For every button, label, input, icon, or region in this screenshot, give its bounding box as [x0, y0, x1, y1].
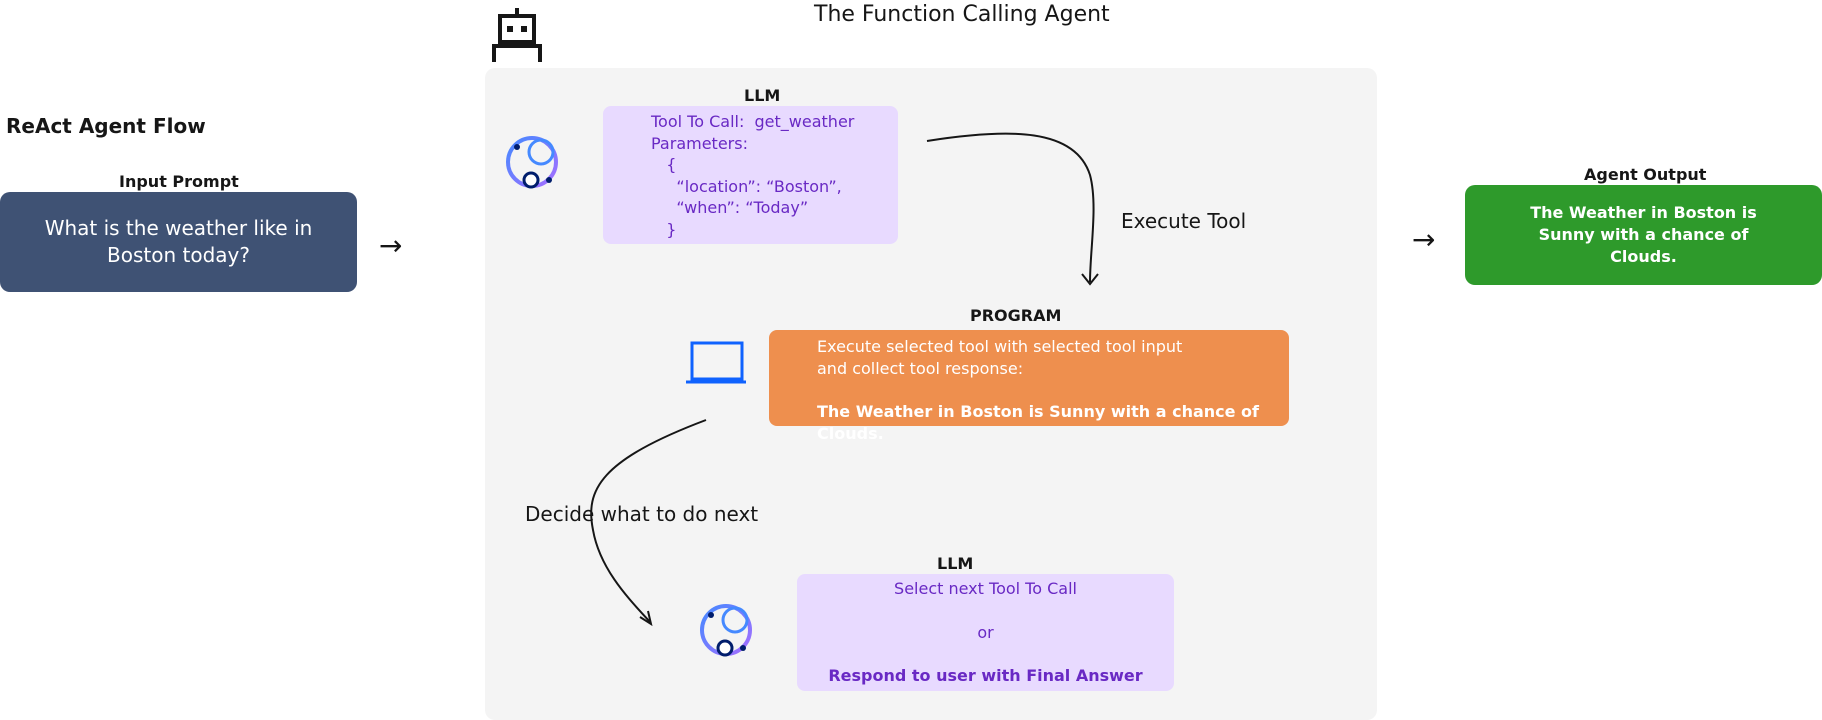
- input-prompt-box: What is the weather like in Boston today…: [0, 192, 357, 292]
- llm-label: LLM: [744, 86, 781, 105]
- program-line-2: and collect tool response:: [817, 358, 1024, 378]
- program-result: The Weather in Boston is Sunny with a ch…: [817, 402, 1259, 443]
- llm-line-2: Parameters:: [651, 133, 748, 153]
- llm-line-4: “location”: “Boston”,: [651, 176, 842, 196]
- decide-next-label: Decide what to do next: [525, 502, 759, 526]
- agent-output-box: The Weather in Boston is Sunny with a ch…: [1465, 185, 1822, 285]
- arrow-right-icon: →: [379, 229, 403, 262]
- llm-next-line-1: Select next Tool To Call: [894, 579, 1077, 598]
- llm-next-label: LLM: [937, 554, 974, 573]
- program-label: PROGRAM: [970, 306, 1062, 325]
- execute-tool-label: Execute Tool: [1121, 209, 1247, 233]
- llm-next-box: Select next Tool To Call or Respond to u…: [797, 574, 1174, 691]
- agent-output-text: The Weather in Boston is Sunny with a ch…: [1530, 203, 1757, 266]
- input-label: Input Prompt: [119, 172, 239, 191]
- flow-title: ReAct Agent Flow: [6, 114, 206, 138]
- output-label: Agent Output: [1584, 165, 1707, 184]
- llm-next-line-3: Respond to user with Final Answer: [828, 666, 1143, 685]
- llm-line-6: }: [651, 219, 677, 239]
- llm-line-1: Tool To Call: get_weather: [651, 112, 855, 131]
- program-box: Execute selected tool with selected tool…: [769, 330, 1289, 443]
- llm-line-3: {: [651, 155, 677, 174]
- program-line-1: Execute selected tool with selected tool…: [817, 337, 1183, 356]
- llm-line-5: “when”: “Today”: [651, 198, 809, 217]
- llm-next-line-2: or: [977, 623, 994, 642]
- input-prompt-text: What is the weather like in Boston today…: [44, 216, 313, 267]
- arrow-right-icon: →: [1412, 223, 1436, 256]
